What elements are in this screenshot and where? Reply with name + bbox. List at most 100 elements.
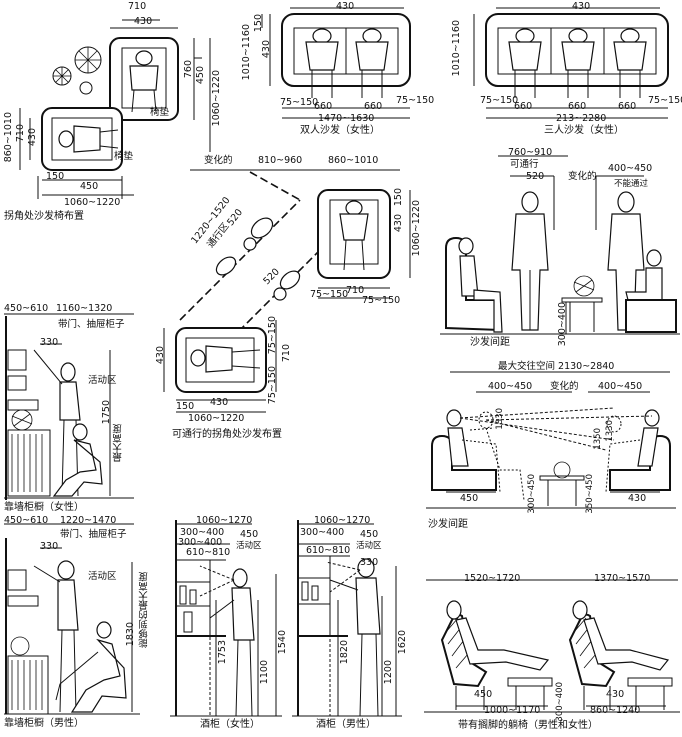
bar-cabinet-female-drawing (170, 520, 282, 717)
wall-f-label-cabinet: 带门、抽屉柜子 (58, 319, 125, 330)
spacing1-dim-400-450: 400~450 (608, 163, 653, 174)
corner-dim-710-b: 710 (15, 124, 26, 143)
corner-dim-860-1010: 860~1010 (3, 112, 14, 163)
sofa-spacing-2-drawing (426, 371, 676, 509)
corner-dim-1060-1220-b: 1060~1220 (64, 197, 121, 208)
passable-corner-drawing (163, 169, 411, 413)
bar-f-dim-610-810: 610~810 (186, 547, 231, 558)
bar-m-dim-1060-1270: 1060~1270 (314, 515, 371, 526)
spacing2-dim-350-450: 350~450 (585, 474, 595, 514)
spacing2-caption: 沙发间距 (428, 519, 468, 530)
wall-m-label-cabinet: 带门、抽屉柜子 (60, 529, 127, 540)
triple-dim-75-150-r: 75~150 (648, 95, 682, 106)
passable-dim-430: 430 (393, 214, 404, 233)
double-dim-1010-1160: 1010~1160 (241, 24, 252, 81)
double-dim-430: 430 (261, 40, 272, 59)
passable-dim-810-960: 810~960 (258, 155, 303, 166)
bar-m-dim-450: 450 (360, 529, 379, 540)
spacing2-label-variable: 变化的 (550, 381, 579, 392)
corner-dim-760: 760 (183, 60, 194, 79)
triple-dim-213-2280: 213~2280 (556, 113, 607, 124)
recliner-dim-1370-1570: 1370~1570 (594, 573, 651, 584)
wall-m-dim-330: 330 (40, 541, 59, 552)
wall-m-label-max-reach: 能够到的最大高度 (139, 572, 150, 648)
recliner-dim-1000-1170: 1000~1170 (484, 705, 541, 716)
recliner-dim-1520-1720: 1520~1720 (464, 573, 521, 584)
bar-m-dim-610-810: 610~810 (306, 545, 351, 556)
bar-f-dim-1100: 1100 (259, 660, 270, 685)
spacing2-dim-1350: 1350 (593, 428, 603, 450)
recliner-dim-300-400: 300~400 (555, 682, 565, 722)
passable-dim-430-c: 430 (210, 397, 229, 408)
bar-f-dim-1753: 1753 (217, 640, 228, 665)
spacing1-dim-760-910: 760~910 (508, 147, 553, 158)
wall-m-label-activity-zone: 活动区 (88, 571, 117, 582)
wall-f-dim-450-610: 450~610 (4, 303, 49, 314)
corner-dim-450: 450 (195, 66, 206, 85)
recliner-drawing (424, 579, 680, 713)
double-dim-75-150-r: 75~150 (396, 95, 435, 106)
recliner-dim-430: 430 (606, 689, 625, 700)
spacing1-dim-300-400: 300~400 (557, 302, 568, 347)
wall-f-caption: 靠墙柜橱（女性） (4, 502, 84, 513)
double-dim-75-150-l: 75~150 (280, 97, 319, 108)
triple-dim-660-b: 660 (568, 101, 587, 112)
bar-m-dim-300-400: 300~400 (300, 527, 345, 538)
passable-dim-1060-1220: 1060~1220 (411, 200, 422, 257)
bar-m-dim-1200: 1200 (383, 660, 394, 685)
passable-dim-710: 710 (346, 285, 365, 296)
triple-dim-660-c: 660 (618, 101, 637, 112)
spacing1-label-passable: 可通行 (510, 159, 539, 170)
corner-dim-710: 710 (128, 1, 147, 12)
spacing1-caption: 沙发间距 (470, 337, 510, 348)
passable-dim-860-1010: 860~1010 (328, 155, 379, 166)
bar-f-dim-300-400-b: 300~400 (178, 537, 223, 548)
bar-cabinet-male-drawing (292, 520, 402, 717)
corner-dim-450-b: 450 (80, 181, 99, 192)
bar-f-label-activity-zone: 活动区 (236, 541, 262, 551)
double-dim-1470-1630: 1470~1630 (318, 113, 375, 124)
spacing2-dim-300-450: 300~450 (527, 474, 537, 514)
corner-sofa-drawing (19, 19, 211, 199)
triple-dim-1010-1160: 1010~1160 (451, 20, 462, 77)
double-dim-660-b: 660 (364, 101, 383, 112)
corner-dim-430: 430 (134, 16, 153, 27)
passable-dim-75-150-d: 75~150 (267, 366, 278, 405)
double-dim-150: 150 (253, 14, 264, 33)
wall-f-label-activity-zone: 活动区 (88, 375, 117, 386)
bar-f-dim-300-400-a: 300~400 (180, 527, 225, 538)
wall-m-dim-1220-1470: 1220~1470 (60, 515, 117, 526)
corner-caption: 拐角处沙发椅布置 (4, 211, 84, 222)
corner-seat-cushion-label-2: 椅垫 (114, 151, 134, 162)
corner-dim-430-b: 430 (27, 128, 38, 147)
spacing2-dim-400-450-a: 400~450 (488, 381, 533, 392)
passable-dim-430-b: 430 (155, 346, 166, 365)
wall-f-dim-1750: 1750 (101, 400, 112, 425)
triple-sofa-drawing (473, 7, 669, 119)
double-dim-660-a: 660 (314, 101, 333, 112)
double-dim-430: 430 (336, 1, 355, 12)
triple-dim-430: 430 (572, 1, 591, 12)
wall-m-caption: 靠墙柜橱（男性） (4, 718, 84, 729)
spacing2-dim-400-450-b: 400~450 (598, 381, 643, 392)
spacing2-dim-max-social-space: 最大交往空间 2130~2840 (498, 361, 615, 372)
recliner-dim-860-1240: 860~1240 (590, 705, 641, 716)
wall-f-dim-330: 330 (40, 337, 59, 348)
passable-dim-150-b: 150 (176, 401, 195, 412)
passable-caption: 可通行的拐角处沙发布置 (172, 429, 282, 440)
recliner-dim-450: 450 (474, 689, 493, 700)
bar-m-dim-1820: 1820 (339, 640, 350, 665)
corner-dim-1060-1220: 1060~1220 (211, 70, 222, 127)
double-sofa-drawing (261, 7, 411, 119)
sofa-spacing-1-drawing (440, 155, 680, 335)
spacing1-label-variable: 变化的 (568, 171, 597, 182)
spacing1-dim-520: 520 (526, 171, 545, 182)
triple-caption: 三人沙发（女性） (544, 125, 624, 136)
passable-dim-75-150-c: 75~150 (267, 316, 278, 355)
wall-cabinet-female-drawing (4, 313, 134, 500)
spacing2-dim-430: 430 (628, 493, 647, 504)
recliner-caption: 带有搁脚的躺椅（男性和女性） (458, 720, 598, 731)
passable-dim-710-b: 710 (281, 344, 292, 363)
